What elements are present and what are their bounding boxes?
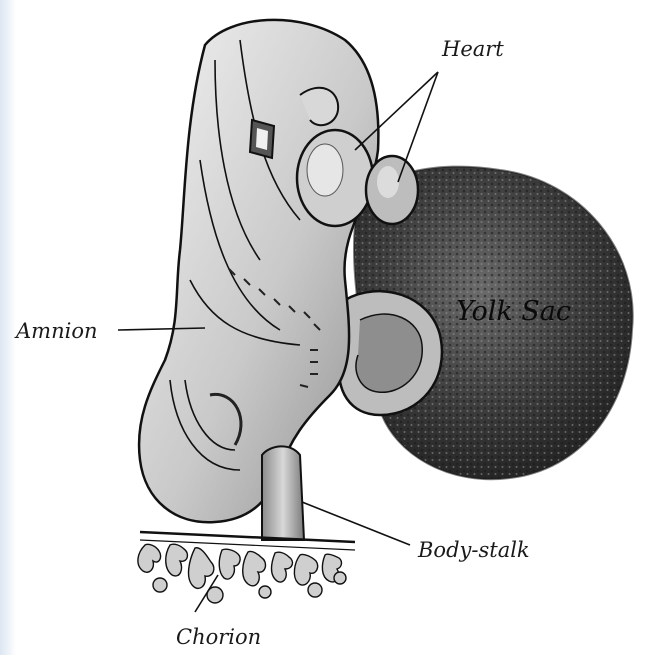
yolk-stalk-loop: [339, 291, 442, 415]
label-amnion: Amnion: [14, 319, 98, 343]
body-stalk-leader: [302, 502, 410, 545]
embryo-body: [139, 20, 378, 522]
heart-leader-2: [398, 72, 438, 182]
label-body-stalk: Body-stalk: [417, 538, 530, 562]
label-chorion: Chorion: [176, 625, 261, 649]
label-yolk-sac: Yolk Sac: [456, 296, 571, 327]
body-stalk-shape: [262, 446, 304, 540]
chorion-shape: [138, 532, 355, 603]
label-heart: Heart: [441, 37, 504, 61]
